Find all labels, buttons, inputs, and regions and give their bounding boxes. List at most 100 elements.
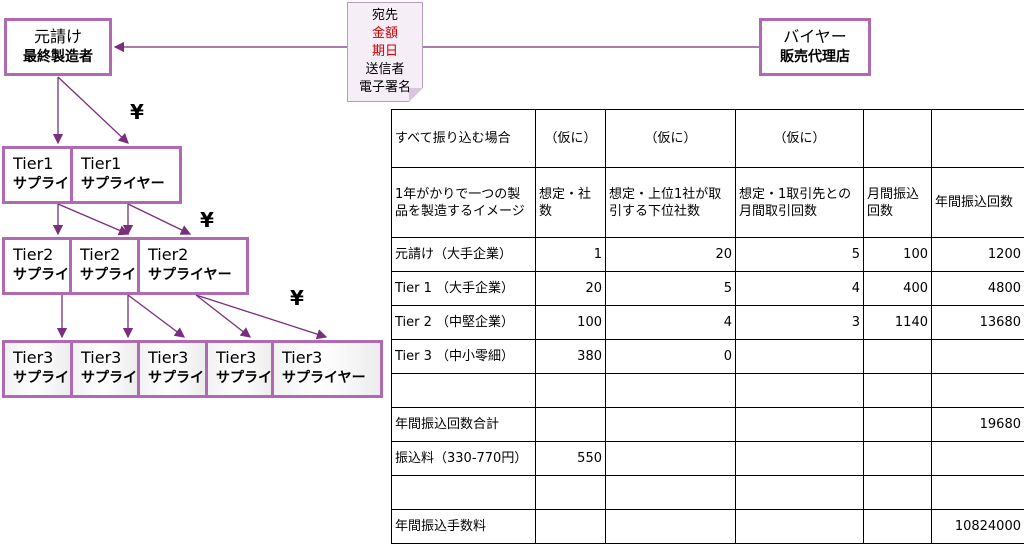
table-row: Tier 1 （大手企業） 20 5 4 400 4800 bbox=[391, 271, 1024, 306]
tier-name: Tier2 bbox=[80, 245, 121, 264]
table-cell bbox=[735, 339, 864, 374]
prime-subtitle: 最終製造者 bbox=[23, 49, 93, 65]
table-cell bbox=[863, 475, 932, 510]
table-cell: Tier 3 （中小零細） bbox=[391, 339, 536, 374]
yen-mark: ¥ bbox=[290, 286, 304, 310]
tier-sub: サプライヤー bbox=[282, 370, 366, 386]
table-cell bbox=[931, 441, 1024, 476]
table-cell bbox=[391, 373, 536, 408]
table-cell: 19680 bbox=[931, 407, 1024, 442]
table-row bbox=[391, 373, 1024, 408]
tier1-box: Tier1 サプライ bbox=[2, 146, 74, 204]
table-cell bbox=[863, 339, 932, 374]
table-cell bbox=[931, 475, 1024, 510]
tier-name: Tier3 bbox=[216, 348, 257, 367]
table-cell: 1 bbox=[535, 237, 606, 272]
table-cell bbox=[863, 441, 932, 476]
tier-sub: サプライ bbox=[13, 370, 69, 386]
tier-sub: サプライヤー bbox=[81, 176, 165, 192]
table-cell: 想定・1取引先との月間取引回数 bbox=[735, 167, 864, 238]
tier3-box: Tier3 サプライ bbox=[70, 340, 142, 398]
tier3-box: Tier3 サプライ bbox=[137, 340, 209, 398]
buyer-subtitle: 販売代理店 bbox=[780, 49, 850, 65]
table-cell: 振込料（330-770円） bbox=[391, 441, 536, 476]
table-cell: 年間振込回数 bbox=[931, 167, 1024, 238]
table-cell: 100 bbox=[863, 237, 932, 272]
transfer-cost-table: すべて振り込む場合 （仮に） （仮に） （仮に） 1年がかりで一つの製品を製造す… bbox=[391, 109, 1024, 544]
table-cell: 3 bbox=[735, 305, 864, 340]
table-cell: 年間振込回数合計 bbox=[391, 407, 536, 442]
buyer-box: バイヤー 販売代理店 bbox=[759, 18, 871, 76]
table-cell bbox=[605, 373, 736, 408]
table-row: Tier 2 （中堅企業） 100 4 3 1140 13680 bbox=[391, 305, 1024, 340]
table-cell bbox=[863, 109, 932, 168]
table-cell bbox=[735, 373, 864, 408]
table-cell: すべて振り込む場合 bbox=[391, 109, 536, 168]
table-cell bbox=[535, 475, 606, 510]
table-cell bbox=[535, 407, 606, 442]
note-page-fold bbox=[409, 88, 423, 102]
table-cell: 10824000 bbox=[931, 509, 1024, 544]
table-cell: （仮に） bbox=[535, 109, 606, 168]
note-line-sender: 送信者 bbox=[365, 62, 405, 77]
table-cell: 13680 bbox=[931, 305, 1024, 340]
tier2-box: Tier2 サプライ bbox=[69, 237, 141, 295]
table-cell bbox=[735, 475, 864, 510]
table-row: 元請け（大手企業） 1 20 5 100 1200 bbox=[391, 237, 1024, 272]
tier3-box: Tier3 サプライ bbox=[205, 340, 277, 398]
invoice-note: 宛先 金額 期日 送信者 電子署名 bbox=[347, 2, 423, 102]
tier3-box: Tier3 サプライヤー bbox=[271, 340, 383, 398]
table-cell bbox=[931, 339, 1024, 374]
tier-name: Tier3 bbox=[13, 348, 54, 367]
table-cell: 1年がかりで一つの製品を製造するイメージ bbox=[391, 167, 536, 238]
table-cell: 4 bbox=[735, 271, 864, 306]
buyer-title: バイヤー bbox=[783, 27, 847, 46]
table-cell: 想定・上位1社が取引する下位社数 bbox=[605, 167, 736, 238]
tier-sub: サプライ bbox=[80, 267, 136, 283]
table-cell bbox=[605, 509, 736, 544]
prime-contractor-box: 元請け 最終製造者 bbox=[4, 18, 112, 76]
tier-name: Tier2 bbox=[13, 245, 54, 264]
table-cell: 20 bbox=[605, 237, 736, 272]
table-cell: 月間振込回数 bbox=[863, 167, 932, 238]
table-cell bbox=[863, 407, 932, 442]
table-cell bbox=[863, 509, 932, 544]
table-cell: 20 bbox=[535, 271, 606, 306]
table-cell: 4800 bbox=[931, 271, 1024, 306]
table-cell bbox=[605, 475, 736, 510]
tier-sub: サプライ bbox=[216, 370, 272, 386]
note-line-recipient: 宛先 bbox=[371, 8, 398, 23]
tier-name: Tier1 bbox=[13, 154, 54, 173]
table-cell bbox=[535, 509, 606, 544]
table-cell bbox=[735, 407, 864, 442]
yen-mark: ¥ bbox=[130, 100, 144, 124]
table-cell bbox=[535, 373, 606, 408]
table-cell bbox=[605, 407, 736, 442]
tier-sub: サプライ bbox=[81, 370, 137, 386]
tier-sub: サプライヤー bbox=[148, 267, 232, 283]
table-row: 振込料（330-770円） 550 bbox=[391, 441, 1024, 476]
tier-name: Tier1 bbox=[81, 154, 122, 173]
prime-title: 元請け bbox=[33, 27, 82, 46]
table-cell bbox=[931, 373, 1024, 408]
table-cell: 想定・社数 bbox=[535, 167, 606, 238]
table-cell bbox=[391, 475, 536, 510]
tier-name: Tier3 bbox=[148, 348, 189, 367]
tier-sub: サプライ bbox=[148, 370, 204, 386]
table-row bbox=[391, 475, 1024, 510]
tier3-box: Tier3 サプライ bbox=[2, 340, 74, 398]
table-cell bbox=[735, 509, 864, 544]
tier-name: Tier2 bbox=[148, 245, 189, 264]
table-header-row: すべて振り込む場合 （仮に） （仮に） （仮に） bbox=[391, 109, 1024, 168]
table-cell: Tier 2 （中堅企業） bbox=[391, 305, 536, 340]
table-cell bbox=[931, 109, 1024, 168]
yen-mark: ¥ bbox=[200, 208, 214, 232]
table-cell: （仮に） bbox=[605, 109, 736, 168]
tier-name: Tier3 bbox=[282, 348, 323, 367]
note-line-signature: 電子署名 bbox=[358, 80, 411, 95]
table-cell: 0 bbox=[605, 339, 736, 374]
table-cell bbox=[863, 373, 932, 408]
table-cell bbox=[605, 441, 736, 476]
tier2-box: Tier2 サプライ bbox=[2, 237, 74, 295]
